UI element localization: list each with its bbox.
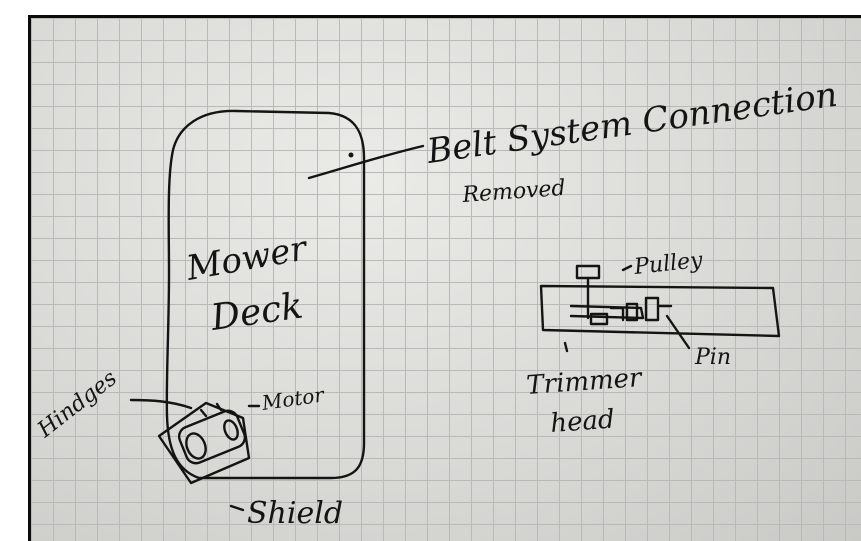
graph-paper: Belt System Connection Removed Mower Dec… xyxy=(28,15,861,541)
label-trimmer: Trimmer xyxy=(525,363,644,401)
label-motor: Motor xyxy=(259,382,326,415)
label-head: head xyxy=(549,405,615,439)
coupler xyxy=(609,302,639,322)
label-deck: Deck xyxy=(208,285,306,339)
motor-body xyxy=(177,409,247,465)
motor-end xyxy=(185,432,207,460)
label-removed: Removed xyxy=(461,176,567,208)
pin-block xyxy=(644,296,660,322)
hinge-mark xyxy=(199,402,223,418)
shield-leader xyxy=(229,504,245,512)
trimmer-tick xyxy=(563,341,569,353)
label-pin: Pin xyxy=(694,345,731,370)
motor-assembly xyxy=(157,401,251,485)
pulley-shape xyxy=(575,264,601,280)
trimmer-plate xyxy=(539,284,781,338)
bearing-block xyxy=(589,312,609,326)
label-pulley: Pulley xyxy=(632,248,704,280)
sketch-diagram: Belt System Connection Removed Mower Dec… xyxy=(33,75,840,531)
trimmer-head-assembly xyxy=(539,264,781,353)
label-mower: Mower xyxy=(183,228,312,289)
label-shield: Shield xyxy=(247,496,343,531)
label-hindges: Hindges xyxy=(33,366,122,443)
label-belt-system: Belt System Connection xyxy=(424,75,840,172)
belt-connection-dot xyxy=(348,152,354,158)
pulley-leader xyxy=(621,264,633,272)
pin-leader xyxy=(665,314,691,350)
hindges-leader xyxy=(129,398,193,410)
motor-shaft xyxy=(223,419,239,441)
belt-leader-line xyxy=(307,144,425,180)
